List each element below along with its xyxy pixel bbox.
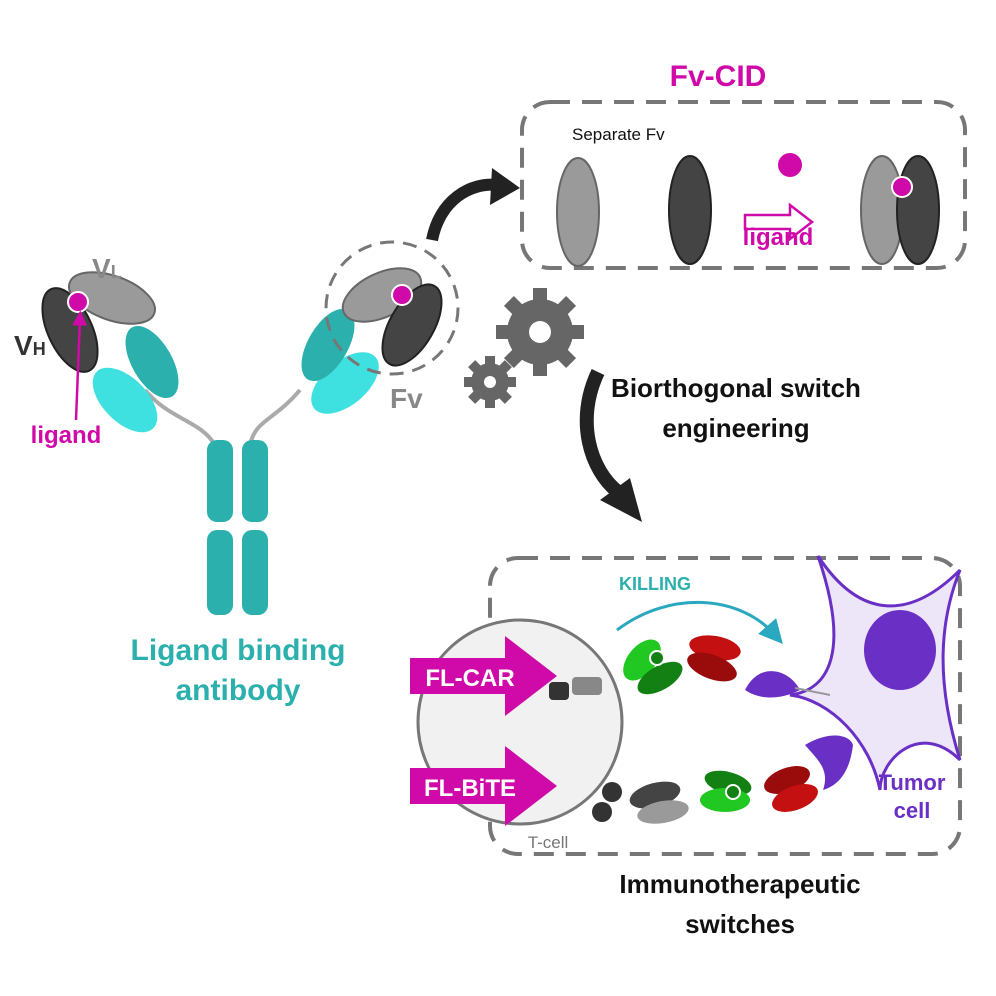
engineering-line1: Biorthogonal switch	[611, 373, 861, 403]
cl-domain	[92, 367, 158, 433]
vh-domain	[381, 283, 443, 367]
cl-domain	[311, 352, 379, 414]
tumor-label-line1: Tumor	[879, 770, 946, 795]
cd3-receptor	[592, 802, 612, 822]
antigen-tether	[794, 687, 831, 696]
engineering-line2: engineering	[662, 413, 809, 443]
fv-highlight-circle	[324, 240, 460, 376]
arrow-head-icon	[600, 478, 642, 522]
killing-arrow	[616, 601, 783, 645]
tumor-antigen	[745, 671, 800, 698]
anti-cd3-domain	[637, 800, 689, 824]
fl-bite-label: FL-BiTE	[424, 775, 516, 802]
tumor-nucleus	[864, 610, 936, 690]
vh-domain-dimer	[896, 155, 940, 265]
ligand-dot	[725, 784, 741, 800]
antibody-title-line1: Ligand binding	[131, 634, 346, 667]
fc-domain	[207, 440, 233, 522]
car-signal-domain	[549, 682, 569, 700]
fc-domain	[207, 530, 233, 615]
fl-bite-arrow	[410, 746, 557, 826]
ligand-dot	[649, 650, 665, 666]
car-transmembrane-domain	[572, 677, 602, 695]
tumor-label-line2: cell	[894, 798, 931, 823]
scfv-red-domain	[687, 652, 737, 682]
ligand-dot	[67, 291, 89, 313]
ch1-domain	[125, 325, 179, 399]
ligand-pointer-arrow	[72, 310, 88, 421]
ligand-label: ligand	[31, 422, 102, 449]
curved-arrow-icon	[426, 178, 499, 242]
ligand-dot	[391, 284, 413, 306]
vl-domain-separate	[556, 157, 600, 267]
separate-fv-label: Separate Fv	[572, 125, 665, 144]
fvcid-ligand-label: ligand	[743, 224, 814, 251]
switches-title-line1: Immunotherapeutic	[619, 869, 860, 899]
fvcid-box	[520, 100, 967, 270]
curved-down-arrow-icon	[579, 368, 623, 498]
arrow-head-icon	[490, 168, 520, 205]
ligand-dot	[778, 153, 802, 177]
ch1-domain	[301, 308, 355, 382]
vl-domain	[68, 271, 156, 325]
scfv-red-domain	[772, 784, 818, 812]
hinge-region	[143, 388, 302, 447]
tumor-antigen	[805, 735, 853, 790]
fl-car-arrow	[410, 636, 557, 716]
antibody-title-line2: antibody	[176, 674, 301, 707]
vl-label: VL	[92, 253, 122, 284]
fc-domain	[242, 530, 268, 615]
large-gear-icon	[496, 288, 584, 376]
bound-ligand-dot	[891, 176, 913, 198]
small-gear-icon	[464, 356, 516, 408]
vh-domain	[41, 287, 99, 373]
t-cell-label: T-cell	[528, 833, 569, 852]
switches-title-line2: switches	[685, 909, 795, 939]
vh-domain-separate	[668, 155, 712, 265]
killing-label: KILLING	[619, 574, 691, 594]
hollow-arrow-icon	[743, 202, 815, 242]
bite-green-domain	[700, 788, 750, 812]
fl-car-label: FL-CAR	[425, 665, 514, 692]
fvcid-title: Fv-CID	[670, 60, 767, 93]
car-green-domain	[637, 661, 683, 695]
vh-label: VH	[14, 330, 46, 361]
fc-domain	[242, 440, 268, 522]
fv-label: Fv	[390, 383, 423, 414]
cd3-receptor	[602, 782, 622, 802]
